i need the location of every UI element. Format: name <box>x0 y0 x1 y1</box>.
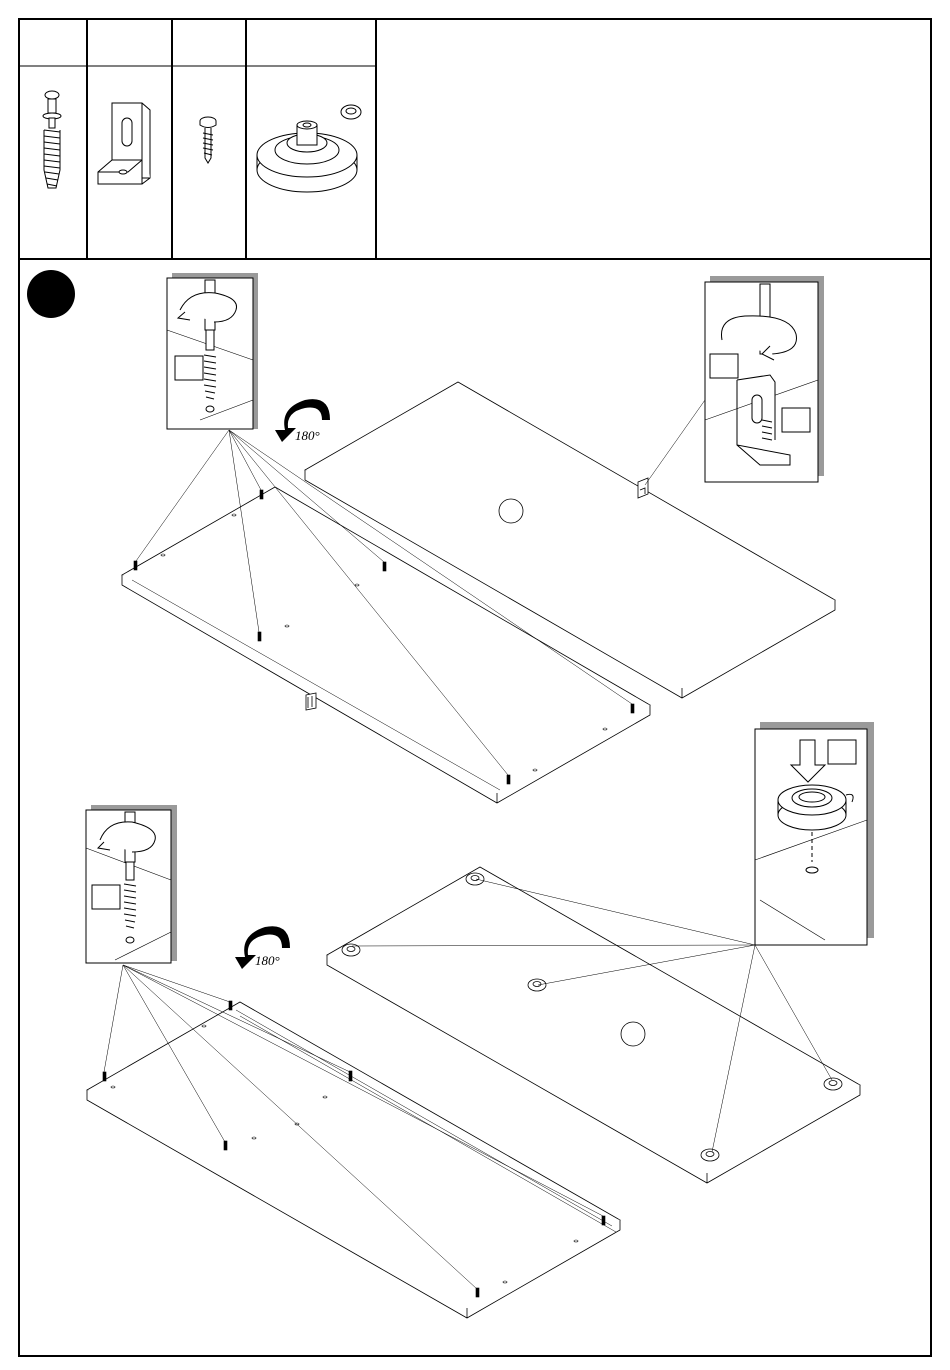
leveling-glide-icon <box>257 105 361 192</box>
rotate-arrow-icon-bottom: 180° <box>235 926 290 969</box>
l-bracket-icon <box>98 103 150 184</box>
callout-cam-bolt-top <box>167 273 258 429</box>
callout-leveling-glide <box>755 722 874 945</box>
rotation-label-top: 180° <box>295 428 320 443</box>
callout-label-box-2 <box>710 354 738 378</box>
cam-bolt-icon <box>43 91 61 188</box>
parts-table <box>19 19 931 259</box>
callout-label-box-1 <box>175 356 203 380</box>
callout-label-box-5 <box>828 740 856 764</box>
screw-icon <box>200 117 216 163</box>
callout-bracket-screw <box>705 276 824 482</box>
callout-label-box-3 <box>782 408 810 432</box>
rotation-label-bottom: 180° <box>255 953 280 968</box>
callout-label-box-4 <box>92 885 120 909</box>
rotate-arrow-icon-top: 180° <box>275 399 330 443</box>
callout-cam-bolt-bottom <box>86 805 177 963</box>
step-number-badge <box>27 270 75 318</box>
